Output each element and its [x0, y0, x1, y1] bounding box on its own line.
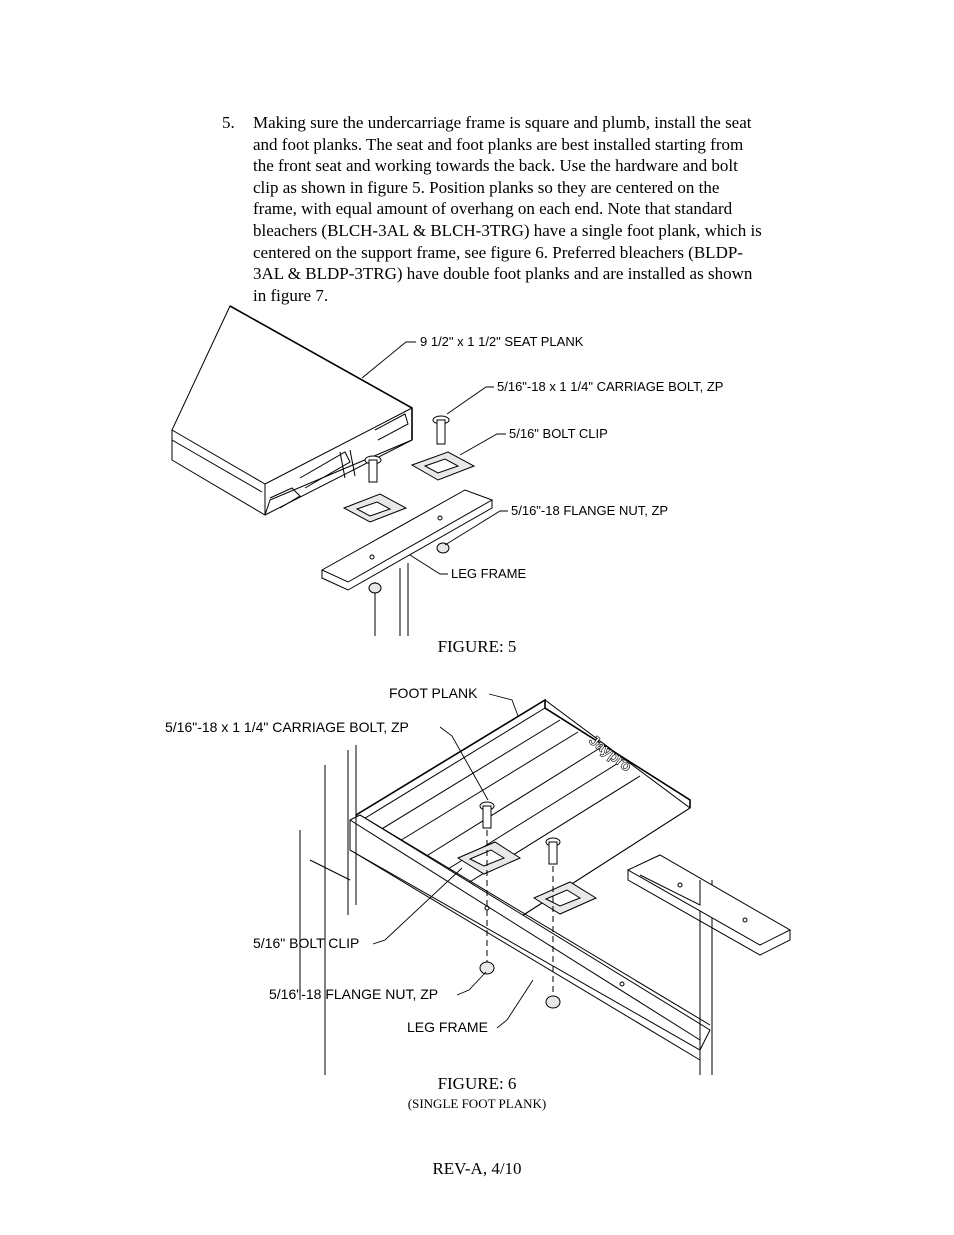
step-line: and foot planks. The seat and foot plank… — [253, 134, 744, 154]
seat-plank-illustration — [171, 305, 413, 516]
foot-plank-label: FOOT PLANK — [389, 685, 478, 701]
leg-frame-label: LEG FRAME — [451, 566, 526, 581]
seat-plank-label: 9 1/2" x 1 1/2" SEAT PLANK — [420, 334, 584, 349]
step-line: Making sure the undercarriage frame is s… — [253, 113, 752, 132]
leg-frame-beam-illustration — [299, 745, 713, 1075]
figure-5-caption: FIGURE: 5 — [437, 637, 517, 656]
carriage-bolt-label: 5/16"-18 x 1 1/4" CARRIAGE BOLT, ZP — [497, 379, 723, 394]
step-line: centered on the support frame, see figur… — [253, 242, 743, 262]
second-leg-frame-illustration — [626, 854, 792, 956]
bolt-clip-label: 5/16" BOLT CLIP — [509, 426, 608, 441]
leg-frame-label: LEG FRAME — [407, 1019, 488, 1035]
step-text: Making sure the undercarriage frame is s… — [253, 112, 813, 306]
bolt-clip-illustration — [342, 451, 476, 523]
step-number: 5. — [222, 113, 235, 132]
step-line: in figure 7. — [253, 285, 329, 305]
flange-nut-label: 5/16"-18 FLANGE NUT, ZP — [511, 503, 668, 518]
bolt-clip-label: 5/16" BOLT CLIP — [253, 935, 359, 951]
step-line: 3AL & BLDP-3TRG) have double foot planks… — [253, 264, 753, 284]
flange-nut-label: 5/16"-18 FLANGE NUT, ZP — [269, 986, 438, 1002]
carriage-bolt-label: 5/16"-18 x 1 1/4" CARRIAGE BOLT, ZP — [165, 719, 409, 735]
step-line: bleachers (BLCH-3AL & BLCH-3TRG) have a … — [253, 220, 762, 240]
figure-6-caption: FIGURE: 6 — [437, 1074, 517, 1093]
step-line: clip as shown in figure 5. Position plan… — [253, 177, 720, 197]
carriage-bolt-illustration — [364, 415, 450, 483]
figure-6-subcaption: (SINGLE FOOT PLANK) — [407, 1096, 547, 1111]
leg-frame-illustration — [320, 489, 494, 636]
step-line: frame, with equal amount of overhang on … — [253, 199, 733, 219]
revision-footer: REV-A, 4/10 — [432, 1159, 522, 1178]
step-line: the front seat and working towards the b… — [253, 156, 738, 176]
bolt-and-clip-illustration — [456, 801, 598, 1009]
